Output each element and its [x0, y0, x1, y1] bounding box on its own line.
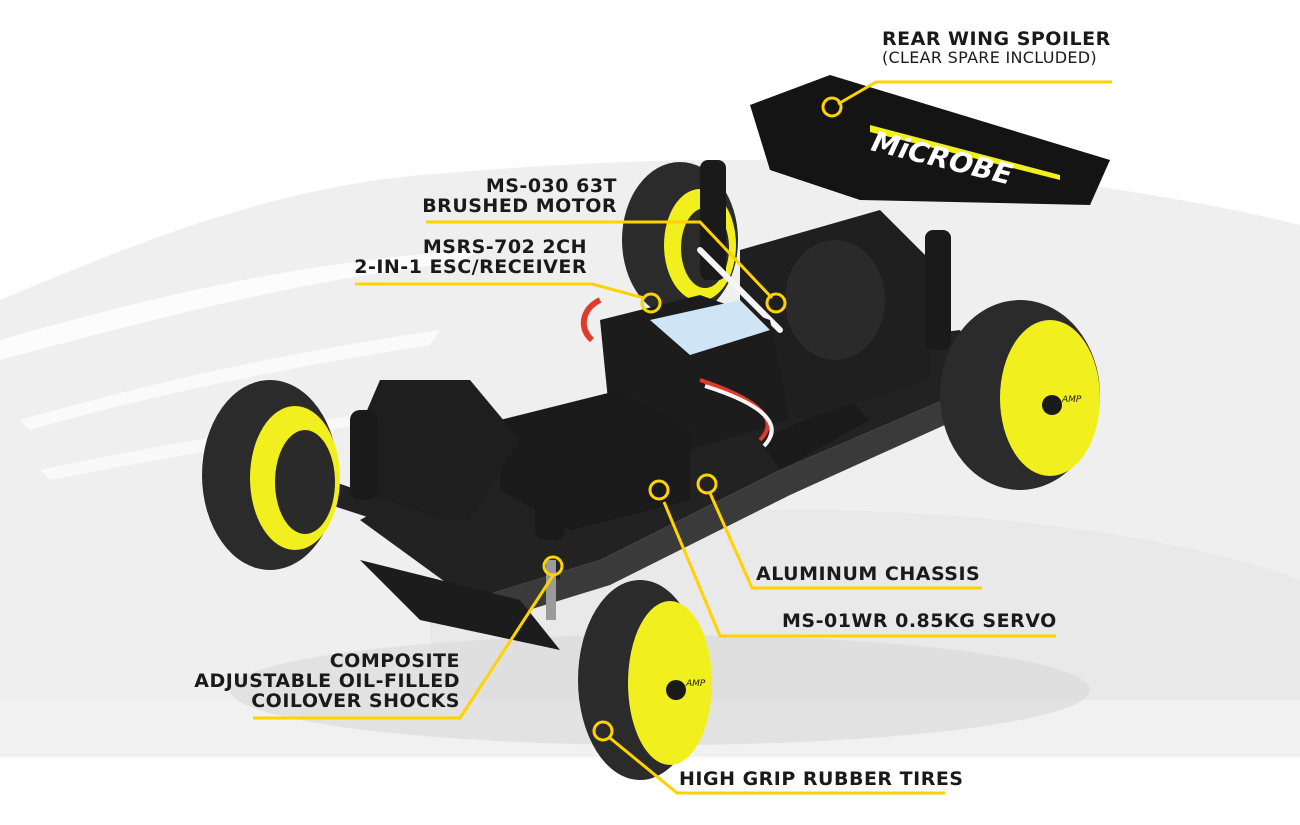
svg-text:AMP: AMP: [1061, 395, 1082, 405]
callout-title: MS-030 63T: [485, 175, 617, 197]
callout-subtitle: (CLEAR SPARE INCLUDED): [882, 47, 1097, 67]
callout-title-line3: COILOVER SHOCKS: [251, 689, 460, 712]
front-left-wheel: [202, 380, 340, 570]
callout-title: HIGH GRIP RUBBER TIRES: [679, 768, 964, 790]
callout-title: MSRS-702 2CH: [422, 236, 587, 258]
callout-title-line2: BRUSHED MOTOR: [422, 194, 617, 217]
callout-title: REAR WING SPOILER: [882, 28, 1111, 50]
callout-title: MS-01WR 0.85KG SERVO: [782, 610, 1057, 632]
svg-text:AMP: AMP: [685, 679, 706, 689]
callout-title-line2: ADJUSTABLE OIL-FILLED: [194, 669, 460, 692]
callout-title: COMPOSITE: [329, 650, 460, 672]
callout-rear-wing-spoiler: REAR WING SPOILER (CLEAR SPARE INCLUDED): [882, 28, 1111, 67]
front-right-wheel: AMP: [578, 580, 712, 780]
callout-servo: MS-01WR 0.85KG SERVO: [782, 610, 1057, 632]
callout-title-line2: 2-IN-1 ESC/RECEIVER: [354, 255, 587, 278]
callout-rubber-tires: HIGH GRIP RUBBER TIRES: [679, 768, 964, 790]
callout-coilover-shocks: COMPOSITE ADJUSTABLE OIL-FILLED COILOVER…: [194, 650, 460, 712]
callout-aluminum-chassis: ALUMINUM CHASSIS: [756, 563, 981, 585]
callout-brushed-motor: MS-030 63T BRUSHED MOTOR: [422, 175, 617, 217]
callout-esc-receiver: MSRS-702 2CH 2-IN-1 ESC/RECEIVER: [354, 236, 587, 278]
rear-right-wheel: AMP: [940, 300, 1100, 490]
callout-title: ALUMINUM CHASSIS: [756, 563, 981, 585]
